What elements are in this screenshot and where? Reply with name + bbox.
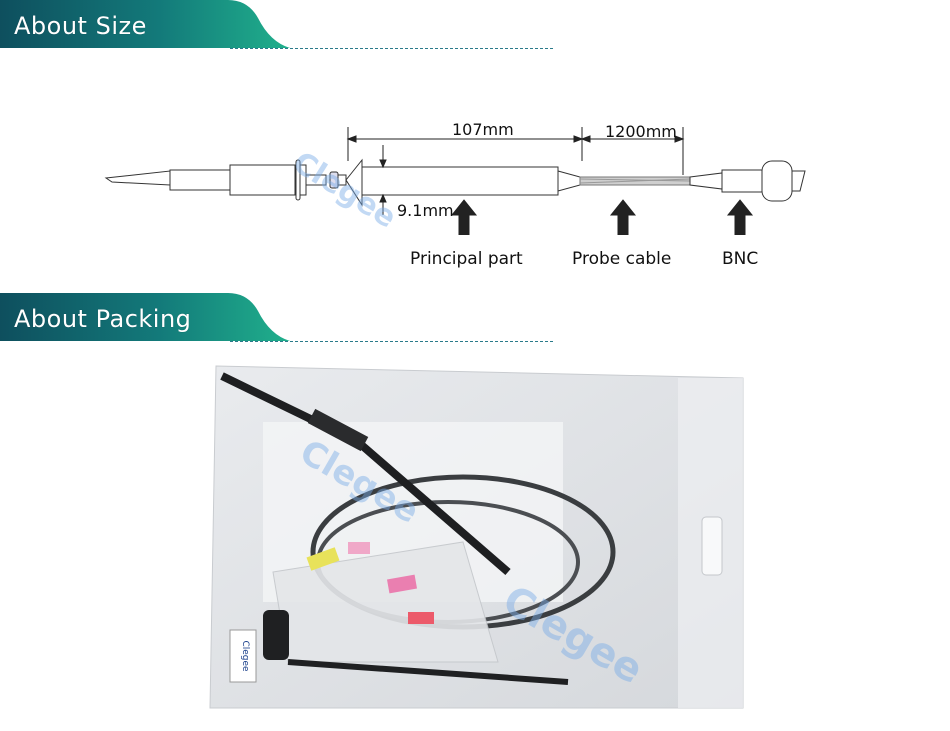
diameter-label: 9.1mm [397,201,454,220]
cable-length-label: 1200mm [605,122,677,141]
probe-tip-sleeve [169,169,231,191]
principal-part-body [361,166,559,196]
packing-bag-image: Clegee [209,365,744,709]
bnc-connector [761,160,793,202]
part-label-principal: Principal part [410,249,523,269]
packing-photo: Clegee Clegee Clegee [208,362,748,712]
bnc-sleeve [721,169,763,193]
part-label-bnc: BNC [722,249,759,269]
arrow-principal [450,199,478,246]
principal-length-label: 107mm [452,120,514,139]
header-banner [0,0,555,49]
arrow-cable [609,199,637,246]
probe-size-diagram: 107mm 1200mm 9.1mm Principal part Probe … [100,115,820,269]
bag-label-brand: Clegee [240,640,250,672]
section-header-size: About Size [0,0,555,50]
hang-hole [701,516,723,576]
probe-tip [104,170,171,186]
probe-hook-body [229,164,296,196]
section-title-packing: About Packing [14,305,192,333]
header-banner [0,293,555,342]
section-title-size: About Size [14,12,147,40]
probe-drawing [104,127,806,246]
arrow-bnc [726,199,754,246]
part-label-cable: Probe cable [572,249,672,269]
section-header-packing: About Packing [0,293,555,343]
